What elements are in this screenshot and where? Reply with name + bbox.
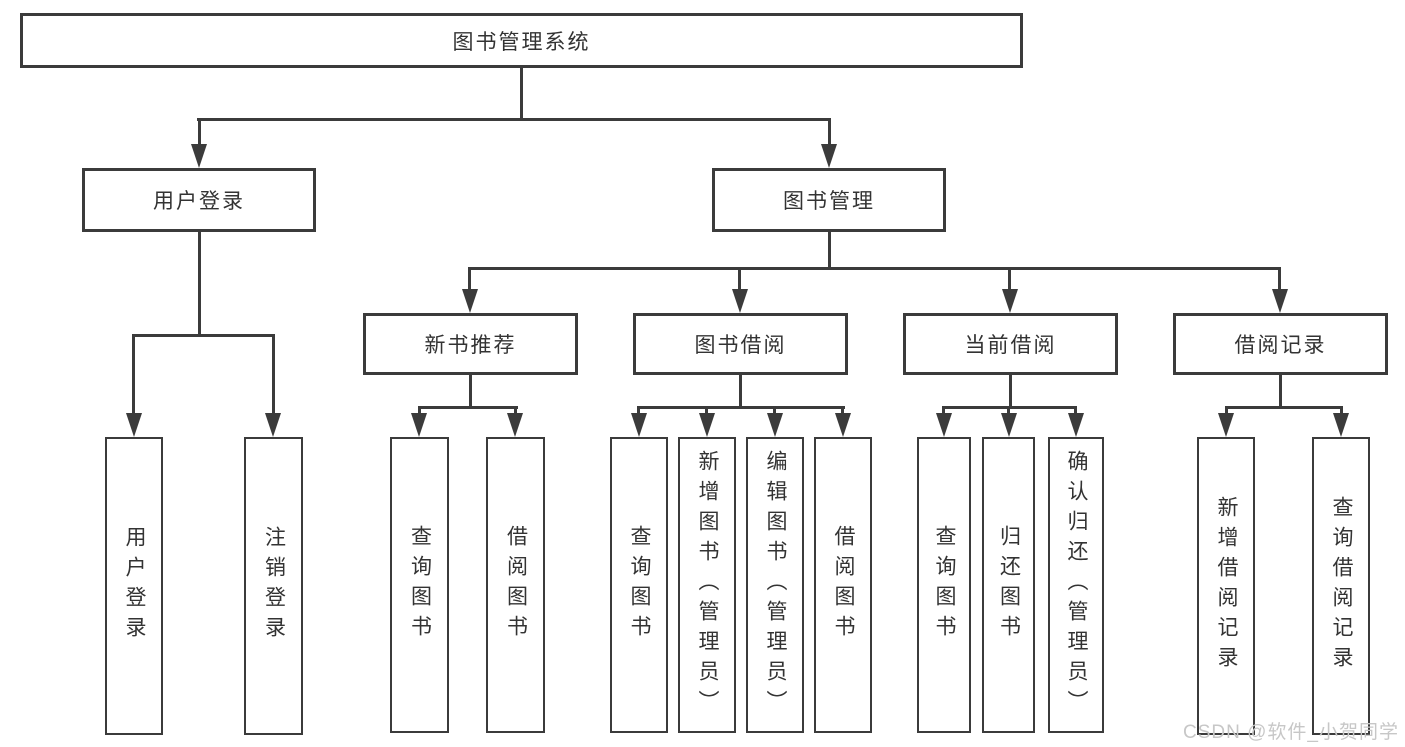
- connector-drop-query-books-borrow: [637, 406, 640, 416]
- arrowhead-borrow-books-recommend: [507, 413, 523, 437]
- arrowhead-return-books: [1001, 413, 1017, 437]
- arrowhead-add-books-admin: [699, 413, 715, 437]
- leaf-query-books-current: 查询图书: [917, 437, 971, 733]
- connector-user-login-hline: [133, 334, 275, 337]
- leaf-user-login: 用户登录: [105, 437, 163, 735]
- connector-drop-add-books-admin: [705, 406, 708, 416]
- leaf-edit-books-admin: 编辑图书（管理员）: [746, 437, 804, 733]
- connector-drop-edit-books-admin: [773, 406, 776, 416]
- connector-root-vline: [520, 68, 523, 121]
- arrowhead-leaf-user-login: [126, 413, 142, 437]
- connector-drop-query-borrow-record: [1340, 406, 1343, 416]
- arrowhead-add-borrow-record: [1218, 413, 1234, 437]
- arrowhead-borrow-books-borrow: [835, 413, 851, 437]
- connector-current-borrow-vline: [1009, 375, 1012, 409]
- connector-root-hline: [197, 118, 831, 121]
- node-new-book-recommend: 新书推荐: [363, 313, 578, 375]
- connector-drop-new-book-recommend: [468, 267, 471, 292]
- connector-book-management-vline: [828, 232, 831, 270]
- connector-drop-user-login: [198, 118, 201, 147]
- node-current-borrow: 当前借阅: [903, 313, 1118, 375]
- leaf-logout: 注销登录: [244, 437, 303, 735]
- leaf-confirm-return-admin: 确认归还（管理员）: [1048, 437, 1104, 733]
- connector-borrow-records-vline: [1279, 375, 1282, 409]
- connector-borrow-records-hline: [1225, 406, 1342, 409]
- arrowhead-query-books-borrow: [631, 413, 647, 437]
- connector-drop-borrow-books-borrow: [841, 406, 844, 416]
- connector-drop-confirm-return-admin: [1074, 406, 1077, 416]
- connector-drop-leaf-logout: [272, 334, 275, 416]
- leaf-query-books-recommend: 查询图书: [390, 437, 449, 733]
- arrowhead-leaf-logout: [265, 413, 281, 437]
- leaf-borrow-books-borrow: 借阅图书: [814, 437, 872, 733]
- leaf-query-books-borrow: 查询图书: [610, 437, 668, 733]
- leaf-add-books-admin: 新增图书（管理员）: [678, 437, 736, 733]
- node-book-borrow: 图书借阅: [633, 313, 848, 375]
- arrowhead-user-login: [191, 144, 207, 168]
- connector-drop-book-borrow: [738, 267, 741, 292]
- leaf-add-borrow-record: 新增借阅记录: [1197, 437, 1255, 735]
- arrowhead-current-borrow: [1002, 289, 1018, 313]
- arrowhead-book-management: [821, 144, 837, 168]
- arrowhead-query-books-recommend: [411, 413, 427, 437]
- leaf-query-borrow-record: 查询借阅记录: [1312, 437, 1370, 735]
- connector-drop-query-books-recommend: [418, 406, 421, 416]
- connector-drop-add-borrow-record: [1225, 406, 1228, 416]
- leaf-return-books: 归还图书: [982, 437, 1035, 733]
- connector-book-borrow-vline: [739, 375, 742, 409]
- connector-drop-borrow-books-recommend: [514, 406, 517, 416]
- connector-book-borrow-hline: [637, 406, 845, 409]
- leaf-borrow-books-recommend: 借阅图书: [486, 437, 545, 733]
- arrowhead-query-books-current: [936, 413, 952, 437]
- connector-drop-leaf-user-login: [132, 334, 135, 416]
- connector-new-book-recommend-hline: [418, 406, 518, 409]
- arrowhead-edit-books-admin: [767, 413, 783, 437]
- node-user-login: 用户登录: [82, 168, 316, 232]
- node-book-management: 图书管理: [712, 168, 946, 232]
- arrowhead-new-book-recommend: [462, 289, 478, 313]
- connector-book-management-hline: [468, 267, 1281, 270]
- connector-drop-borrow-records: [1278, 267, 1281, 292]
- node-library-management-system: 图书管理系统: [20, 13, 1023, 68]
- arrowhead-query-borrow-record: [1333, 413, 1349, 437]
- connector-drop-book-management: [828, 118, 831, 147]
- connector-drop-query-books-current: [942, 406, 945, 416]
- connector-drop-return-books: [1007, 406, 1010, 416]
- csdn-watermark: CSDN @软件_小贺同学: [1183, 722, 1399, 743]
- connector-drop-current-borrow: [1008, 267, 1011, 292]
- node-borrow-records: 借阅记录: [1173, 313, 1388, 375]
- arrowhead-book-borrow: [732, 289, 748, 313]
- connector-new-book-recommend-vline: [469, 375, 472, 409]
- arrowhead-confirm-return-admin: [1068, 413, 1084, 437]
- connector-user-login-vline: [198, 232, 201, 337]
- arrowhead-borrow-records: [1272, 289, 1288, 313]
